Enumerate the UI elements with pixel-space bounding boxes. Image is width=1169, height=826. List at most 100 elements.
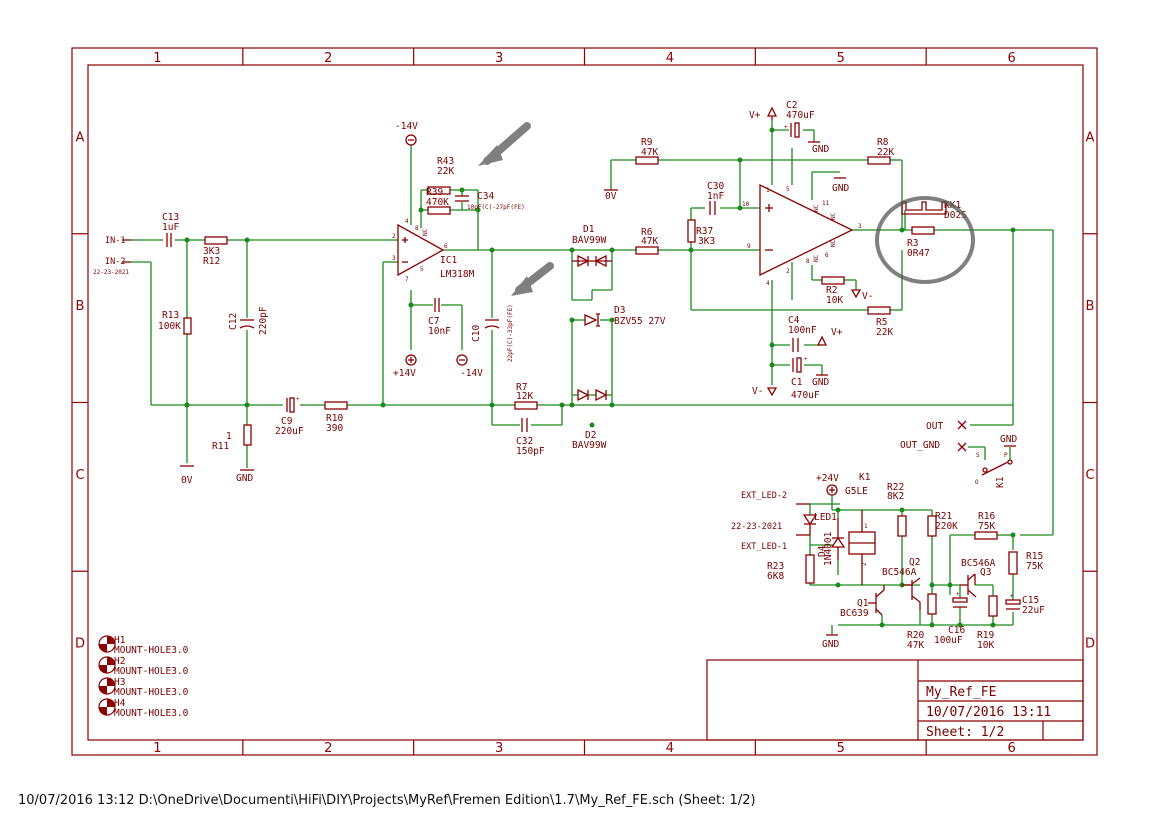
- svg-text:8: 8: [806, 258, 810, 265]
- r37-val: 3K3: [698, 236, 715, 247]
- mount-hole-ref: H1: [114, 635, 126, 646]
- capacitor-c15: + C15 22uF: [1005, 593, 1045, 616]
- svg-text:8: 8: [415, 225, 419, 232]
- r11-val: 1: [226, 431, 232, 442]
- resistor-r15: R15 75K: [1008, 551, 1043, 575]
- c2-val: 470uF: [786, 110, 815, 121]
- resistor-r8: R8 22K: [867, 137, 894, 165]
- ext-led1-label: EXT_LED-1: [741, 542, 787, 552]
- svg-text:NC: NC: [830, 239, 837, 247]
- r6-val: 47K: [641, 236, 658, 247]
- c30-val: 1nF: [707, 191, 724, 202]
- r8-ref: R8: [877, 137, 889, 148]
- resistor-r11: 1 R11: [212, 424, 252, 452]
- column-label-5-top: 5: [837, 51, 845, 66]
- resistor-r12: 3K3 R12: [203, 236, 228, 267]
- r10-val: 390: [326, 423, 343, 434]
- ground-relay: GND: [1000, 434, 1017, 447]
- svg-text:1: 1: [864, 523, 868, 530]
- r43-ref: R43: [437, 156, 454, 167]
- c13-val: 1uF: [162, 222, 179, 233]
- output-connector-out-gnd: OUT_GND: [900, 440, 967, 452]
- svg-text:NC: NC: [813, 204, 820, 212]
- gnd-c2-label: GND: [812, 144, 829, 155]
- capacitor-c2: + C2 470uF: [784, 100, 815, 138]
- out-label: OUT: [926, 421, 943, 432]
- supply-neg14-bottom: -14V: [456, 354, 483, 379]
- ext-led-connector-2: EXT_LED-2 22-23-2021 EXT_LED-1: [731, 491, 810, 552]
- svg-text:6: 6: [444, 243, 448, 250]
- resistor-r3: R3 0R47: [907, 226, 935, 259]
- resistor-r2: R2 10K: [821, 276, 845, 306]
- transistor-q1: Q1 BC639: [840, 585, 885, 619]
- r10-ref: R10: [326, 413, 343, 424]
- c1-ref: C1: [791, 377, 803, 388]
- supply-p24: +24V: [816, 473, 839, 496]
- r16-val: 75K: [978, 521, 995, 532]
- svg-text:NC: NC: [830, 212, 837, 220]
- gnd-r11-label: GND: [236, 473, 253, 484]
- svg-text:+: +: [1010, 593, 1014, 600]
- svg-text:NC: NC: [813, 254, 820, 262]
- column-label-6-top: 6: [1007, 51, 1015, 66]
- r5-ref: R5: [876, 317, 887, 328]
- c9-ref: C9: [281, 416, 293, 427]
- svg-text:NC: NC: [422, 228, 429, 236]
- ground-r11: GND: [236, 469, 254, 484]
- row-label-A-right: A: [1086, 130, 1095, 145]
- r9-ref: R9: [641, 137, 653, 148]
- svg-text:+: +: [296, 396, 300, 403]
- diode-d1: D1 BAV99W: [572, 224, 612, 268]
- gnd-relay-label: GND: [1000, 434, 1017, 445]
- resistor-r20: R20 47K: [907, 593, 937, 651]
- r5-val: 22K: [876, 327, 893, 338]
- capacitor-c7: C7 10nF: [428, 298, 451, 337]
- relay-coil-k1: 1 2 K1 G5LE: [845, 472, 876, 585]
- r16-ref: R16: [978, 511, 995, 522]
- r9-val: 47K: [641, 147, 658, 158]
- mount-hole-ref: H3: [114, 677, 125, 688]
- d4-val: 1N4001: [823, 531, 834, 566]
- mount-hole-val: MOUNT-HOLE3.0: [114, 645, 189, 656]
- in1-label: IN-1: [105, 236, 125, 246]
- svg-text:3: 3: [858, 223, 862, 230]
- c2-ref: C2: [786, 100, 797, 111]
- zener-d3: D3 BZV55 27V: [584, 305, 666, 327]
- capacitor-c34: C34 10pF(C)-27pF(FE): [455, 191, 525, 211]
- transistor-q3: Q3 BC546A: [960, 558, 996, 598]
- d1-val: BAV99W: [572, 235, 607, 246]
- r20-ref: R20: [907, 630, 924, 641]
- c4-ref: C4: [788, 315, 800, 326]
- r7-val: 12K: [516, 391, 533, 402]
- resistor-r23: R23 6K8: [767, 554, 815, 584]
- d1-ref: D1: [583, 224, 595, 235]
- q2-val: BC546A: [882, 567, 917, 578]
- svg-text:O: O: [975, 479, 979, 486]
- resistor-r9: R9 47K: [635, 137, 659, 165]
- resistor-r5: R5 22K: [867, 306, 893, 338]
- supply-neg14-top: -14V: [395, 121, 418, 146]
- r6-ref: R6: [641, 227, 653, 238]
- mount-holes: H1MOUNT-HOLE3.0H2MOUNT-HOLE3.0H3MOUNT-HO…: [98, 635, 189, 719]
- vplus-c4-label: V+: [831, 327, 843, 338]
- supply-pos14: +14V: [393, 354, 417, 379]
- mount-hole-val: MOUNT-HOLE3.0: [114, 708, 189, 719]
- r39-ref: R39: [426, 187, 443, 198]
- column-label-5-bottom: 5: [837, 741, 845, 756]
- r23-ref: R23: [767, 561, 784, 572]
- transistor-q2: Q2 BC546A: [882, 557, 921, 610]
- c10-val: 22pF(C)-33pF(FE): [507, 304, 514, 362]
- r15-val: 75K: [1026, 561, 1043, 572]
- capacitor-c12: C12 220pF: [228, 306, 269, 335]
- print-footer: 10/07/2016 13:12 D:\OneDrive\Documenti\H…: [18, 793, 756, 808]
- resistor-r6: R6 47K: [635, 227, 659, 255]
- svg-text:+: +: [784, 124, 788, 131]
- c7-val: 10nF: [428, 326, 451, 337]
- resistor-r22: R22 8K2: [887, 482, 907, 537]
- gnd-bottom-label: GND: [822, 639, 839, 650]
- q3-ref: Q3: [980, 567, 991, 578]
- c16-val: 100uF: [934, 635, 963, 646]
